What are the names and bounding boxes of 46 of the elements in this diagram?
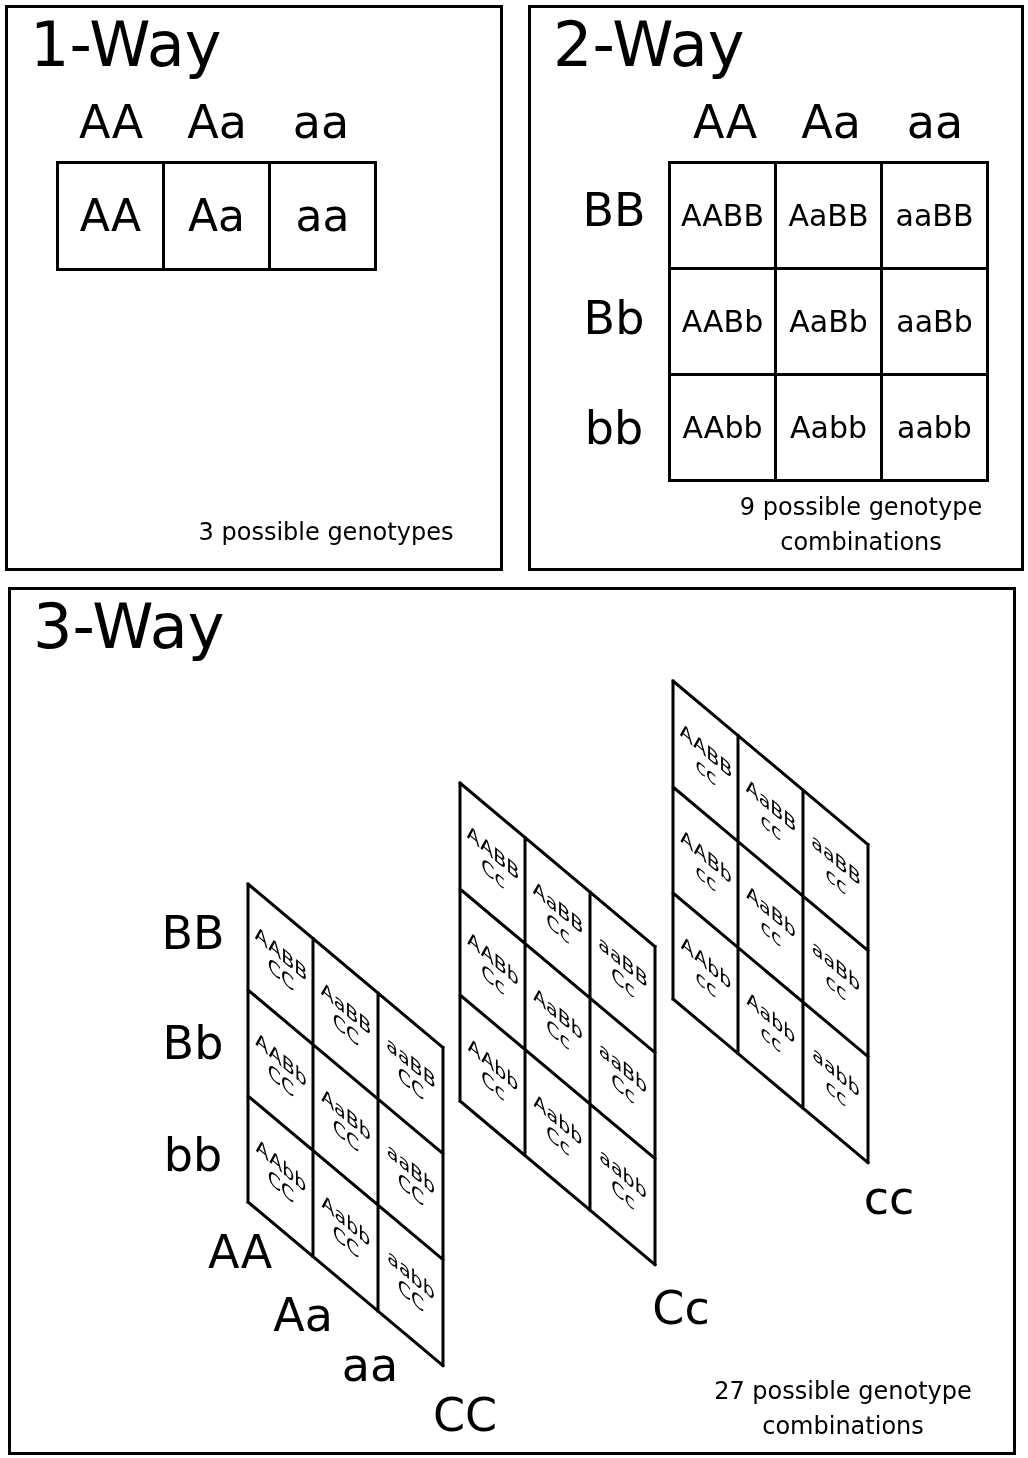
genotype-text: Aa xyxy=(187,191,246,241)
genotype-text: aabb xyxy=(897,411,972,444)
note: 27 possible genotype combinations xyxy=(713,1376,973,1443)
genotype-cell xyxy=(668,373,777,482)
allele-label: AA xyxy=(692,99,758,145)
genotype-text: AaBb xyxy=(789,305,868,338)
panel-title: 1-Way xyxy=(30,8,222,83)
genotype-cell xyxy=(880,161,989,270)
allele-label: aa xyxy=(341,1342,399,1388)
note: 3 possible genotypes xyxy=(197,517,455,549)
genotype-cell xyxy=(880,373,989,482)
allele-label: bb xyxy=(163,1132,223,1178)
allele-label: BB xyxy=(582,187,646,233)
allele-label: Aa xyxy=(187,99,247,145)
allele-label: CC xyxy=(432,1392,498,1438)
allele-label: Aa xyxy=(801,99,861,145)
allele-label: cc xyxy=(863,1175,915,1221)
note: 9 possible genotype combinations xyxy=(738,492,984,559)
panel xyxy=(5,5,503,571)
genotype-cell xyxy=(668,161,777,270)
genotype-text: AABB xyxy=(680,199,764,232)
genotype-cell xyxy=(268,161,377,271)
panel-title: 2-Way xyxy=(553,8,745,83)
allele-label: AA xyxy=(207,1229,273,1275)
allele-label: bb xyxy=(584,405,644,451)
allele-label: aa xyxy=(906,99,964,145)
allele-label: Aa xyxy=(273,1292,333,1338)
allele-label: BB xyxy=(161,910,225,956)
panel-title: 3-Way xyxy=(33,590,225,665)
genotype-text: aaBb xyxy=(896,305,973,338)
allele-label: aa xyxy=(292,99,350,145)
allele-label: Bb xyxy=(162,1020,224,1066)
genotype-text: Aabb xyxy=(790,411,867,444)
genotype-cell xyxy=(162,161,271,271)
panel xyxy=(8,587,1016,1455)
genotype-text: AaBB xyxy=(788,199,869,232)
genotype-text: AA xyxy=(79,191,142,241)
allele-label: Bb xyxy=(583,295,645,341)
genotype-text: aa xyxy=(295,191,350,241)
genotype-text: aaBB xyxy=(895,199,974,232)
allele-label: AA xyxy=(78,99,144,145)
genotype-text: AABb xyxy=(681,305,764,338)
genotype-text: AAbb xyxy=(682,411,763,444)
panel xyxy=(528,5,1024,571)
genotype-cell xyxy=(56,161,165,271)
allele-label: Cc xyxy=(652,1285,710,1331)
